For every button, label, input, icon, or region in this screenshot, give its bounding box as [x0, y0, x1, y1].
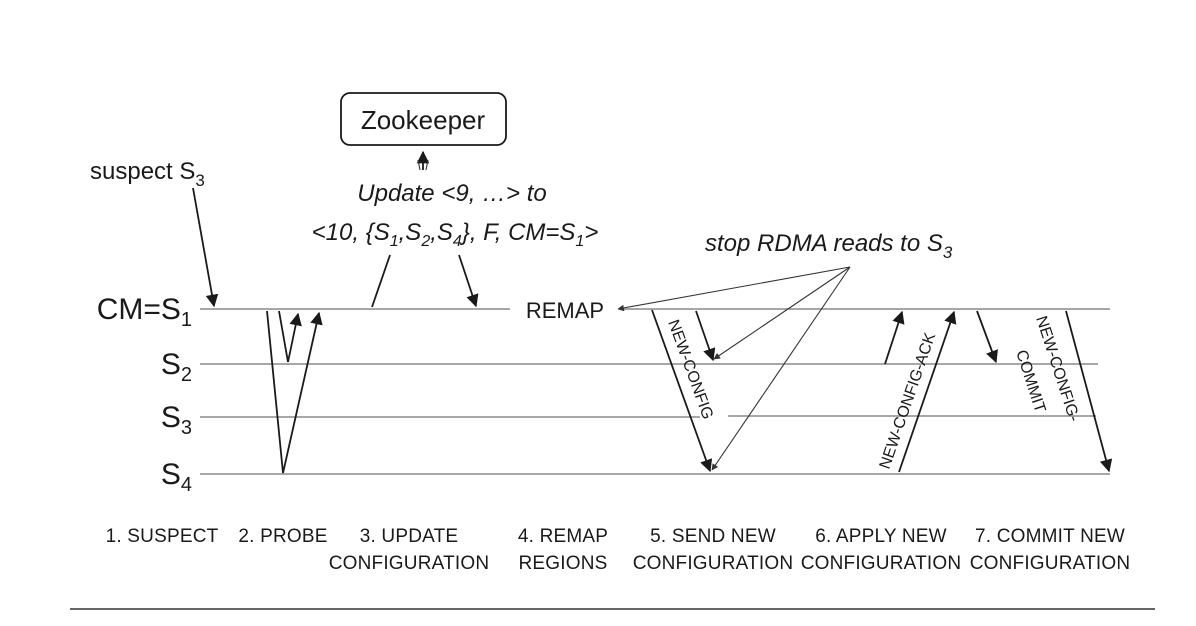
commit-arrow-s2	[976, 310, 998, 364]
node-label-cm: CM=S1	[97, 293, 192, 331]
probe-messages	[266, 310, 323, 474]
node-label-s3: S3	[161, 401, 192, 439]
ack-arrow-s2	[884, 310, 905, 365]
new-config-commit-label-line2: COMMIT	[1012, 348, 1048, 415]
update-note-line1: Update <9, …> to	[357, 180, 546, 207]
phase-label-6: 6. APPLY NEW	[815, 526, 947, 547]
new-config-arrow-s4	[651, 309, 713, 473]
phase-label-5: 5. SEND NEW	[650, 526, 776, 547]
new-config-arrow-s2	[695, 310, 716, 362]
new-config-label: NEW-CONFIG	[664, 318, 716, 422]
phase-label-4-line2: REGIONS	[518, 553, 607, 574]
stop-reads-note: stop RDMA reads to S3	[705, 230, 953, 262]
phase-label-4: 4. REMAP	[518, 526, 608, 547]
update-response-arrow	[458, 254, 479, 308]
ack-arrow-s4	[898, 310, 957, 473]
timeline-s3	[200, 415, 1096, 418]
phase-labels: 1. SUSPECT 2. PROBE 3. UPDATE CONFIGURAT…	[106, 526, 1131, 574]
update-request-arrow	[371, 254, 391, 308]
remap-label: REMAP	[526, 298, 604, 323]
phase-label-7-line2: CONFIGURATION	[970, 553, 1131, 574]
phase-label-5-line2: CONFIGURATION	[633, 553, 794, 574]
phase-label-1: 1. SUSPECT	[106, 526, 219, 547]
node-label-s2: S2	[161, 348, 192, 386]
node-label-s4: S4	[161, 458, 192, 496]
stop-reads-arrows	[617, 266, 851, 471]
new-config-ack-label: NEW-CONFIG-ACK	[877, 330, 940, 471]
suspect-arrow	[192, 187, 219, 308]
phase-label-3: 3. UPDATE	[360, 526, 459, 547]
zookeeper-label: Zookeeper	[361, 105, 486, 135]
phase-label-2: 2. PROBE	[238, 526, 327, 547]
suspect-note: suspect S3	[90, 158, 205, 190]
phase-label-6-line2: CONFIGURATION	[801, 553, 962, 574]
phase-label-7: 7. COMMIT NEW	[975, 526, 1125, 547]
update-note-line2: <10, {S1,S2,S4}, F, CM=S1>	[312, 219, 599, 250]
zookeeper-node: Zookeeper	[340, 92, 507, 146]
phase-label-3-line2: CONFIGURATION	[329, 553, 490, 574]
commit-arrow-s4	[1065, 310, 1113, 473]
